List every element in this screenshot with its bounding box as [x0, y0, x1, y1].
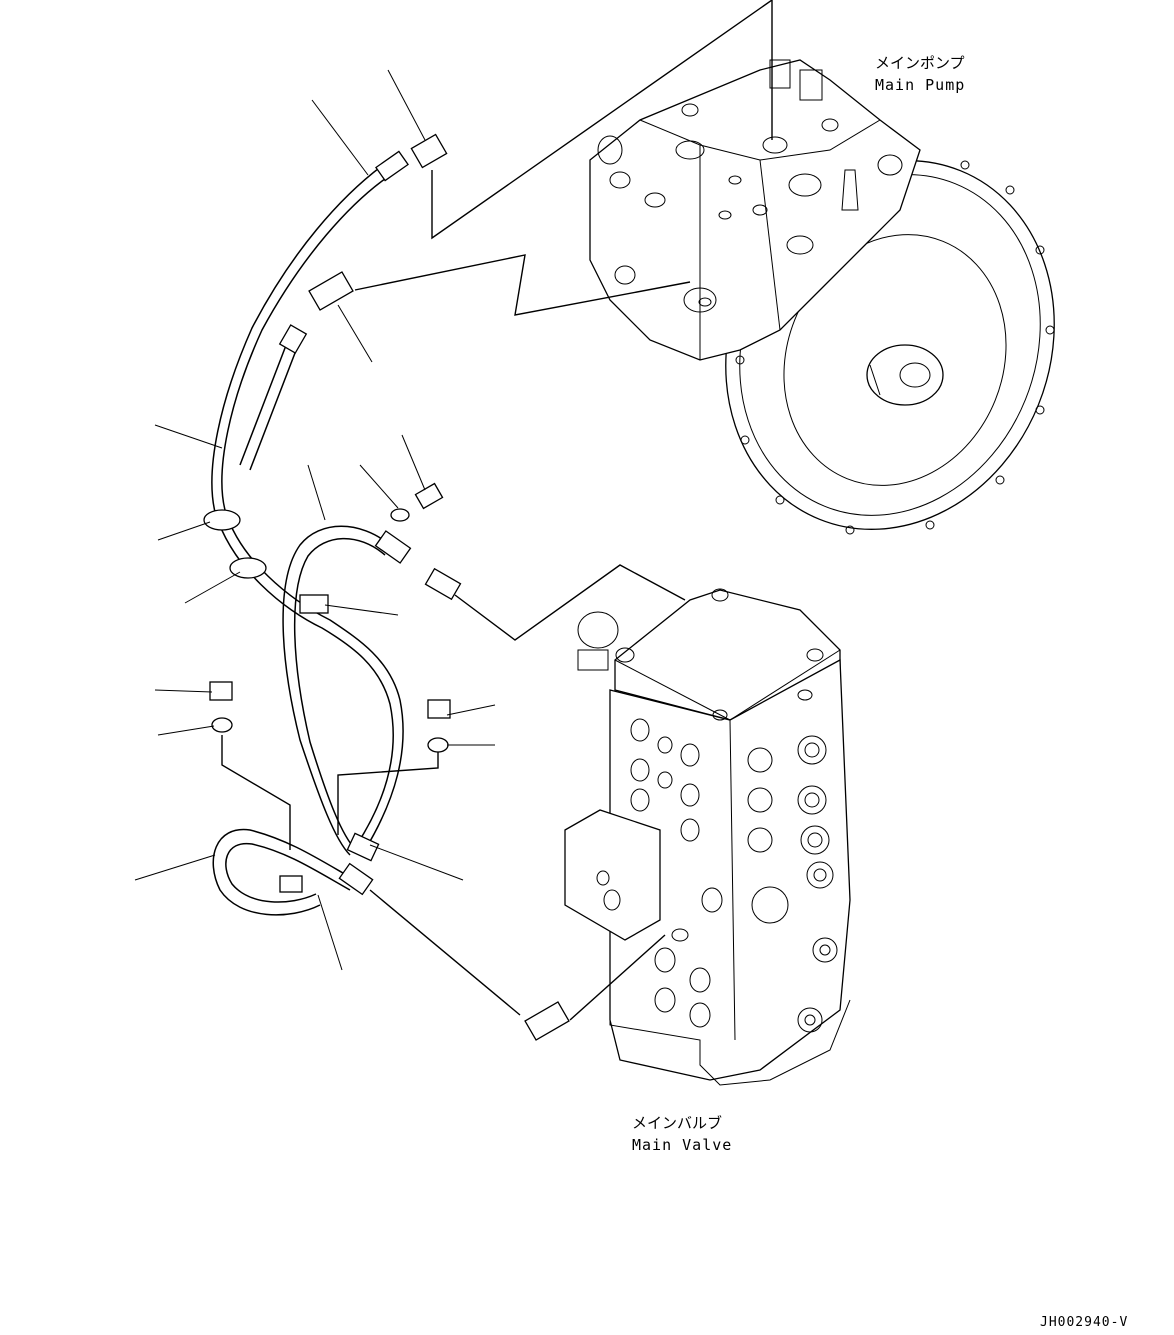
- part-leader-lines: [134, 69, 496, 971]
- main-valve-label-jp: メインバルブ: [632, 1114, 722, 1132]
- main-pump-label-jp: メインポンプ: [875, 54, 965, 72]
- main-pump-label: メインポンプ Main Pump: [875, 54, 965, 94]
- drawing-code: JH002940-V: [1040, 1315, 1128, 1330]
- connection-lines: [221, 0, 773, 1021]
- main-valve-label-en: Main Valve: [632, 1136, 732, 1154]
- hose-assembly-upper: [211, 150, 409, 851]
- fittings: [209, 133, 570, 1041]
- hose-assembly-lower: [212, 828, 380, 916]
- main-valve-label: メインバルブ Main Valve: [632, 1114, 732, 1154]
- main-pump-drawing: [589, 59, 1055, 535]
- hose-assembly-middle: [239, 324, 412, 856]
- main-valve-drawing: [564, 588, 851, 1086]
- main-pump-label-en: Main Pump: [875, 76, 965, 94]
